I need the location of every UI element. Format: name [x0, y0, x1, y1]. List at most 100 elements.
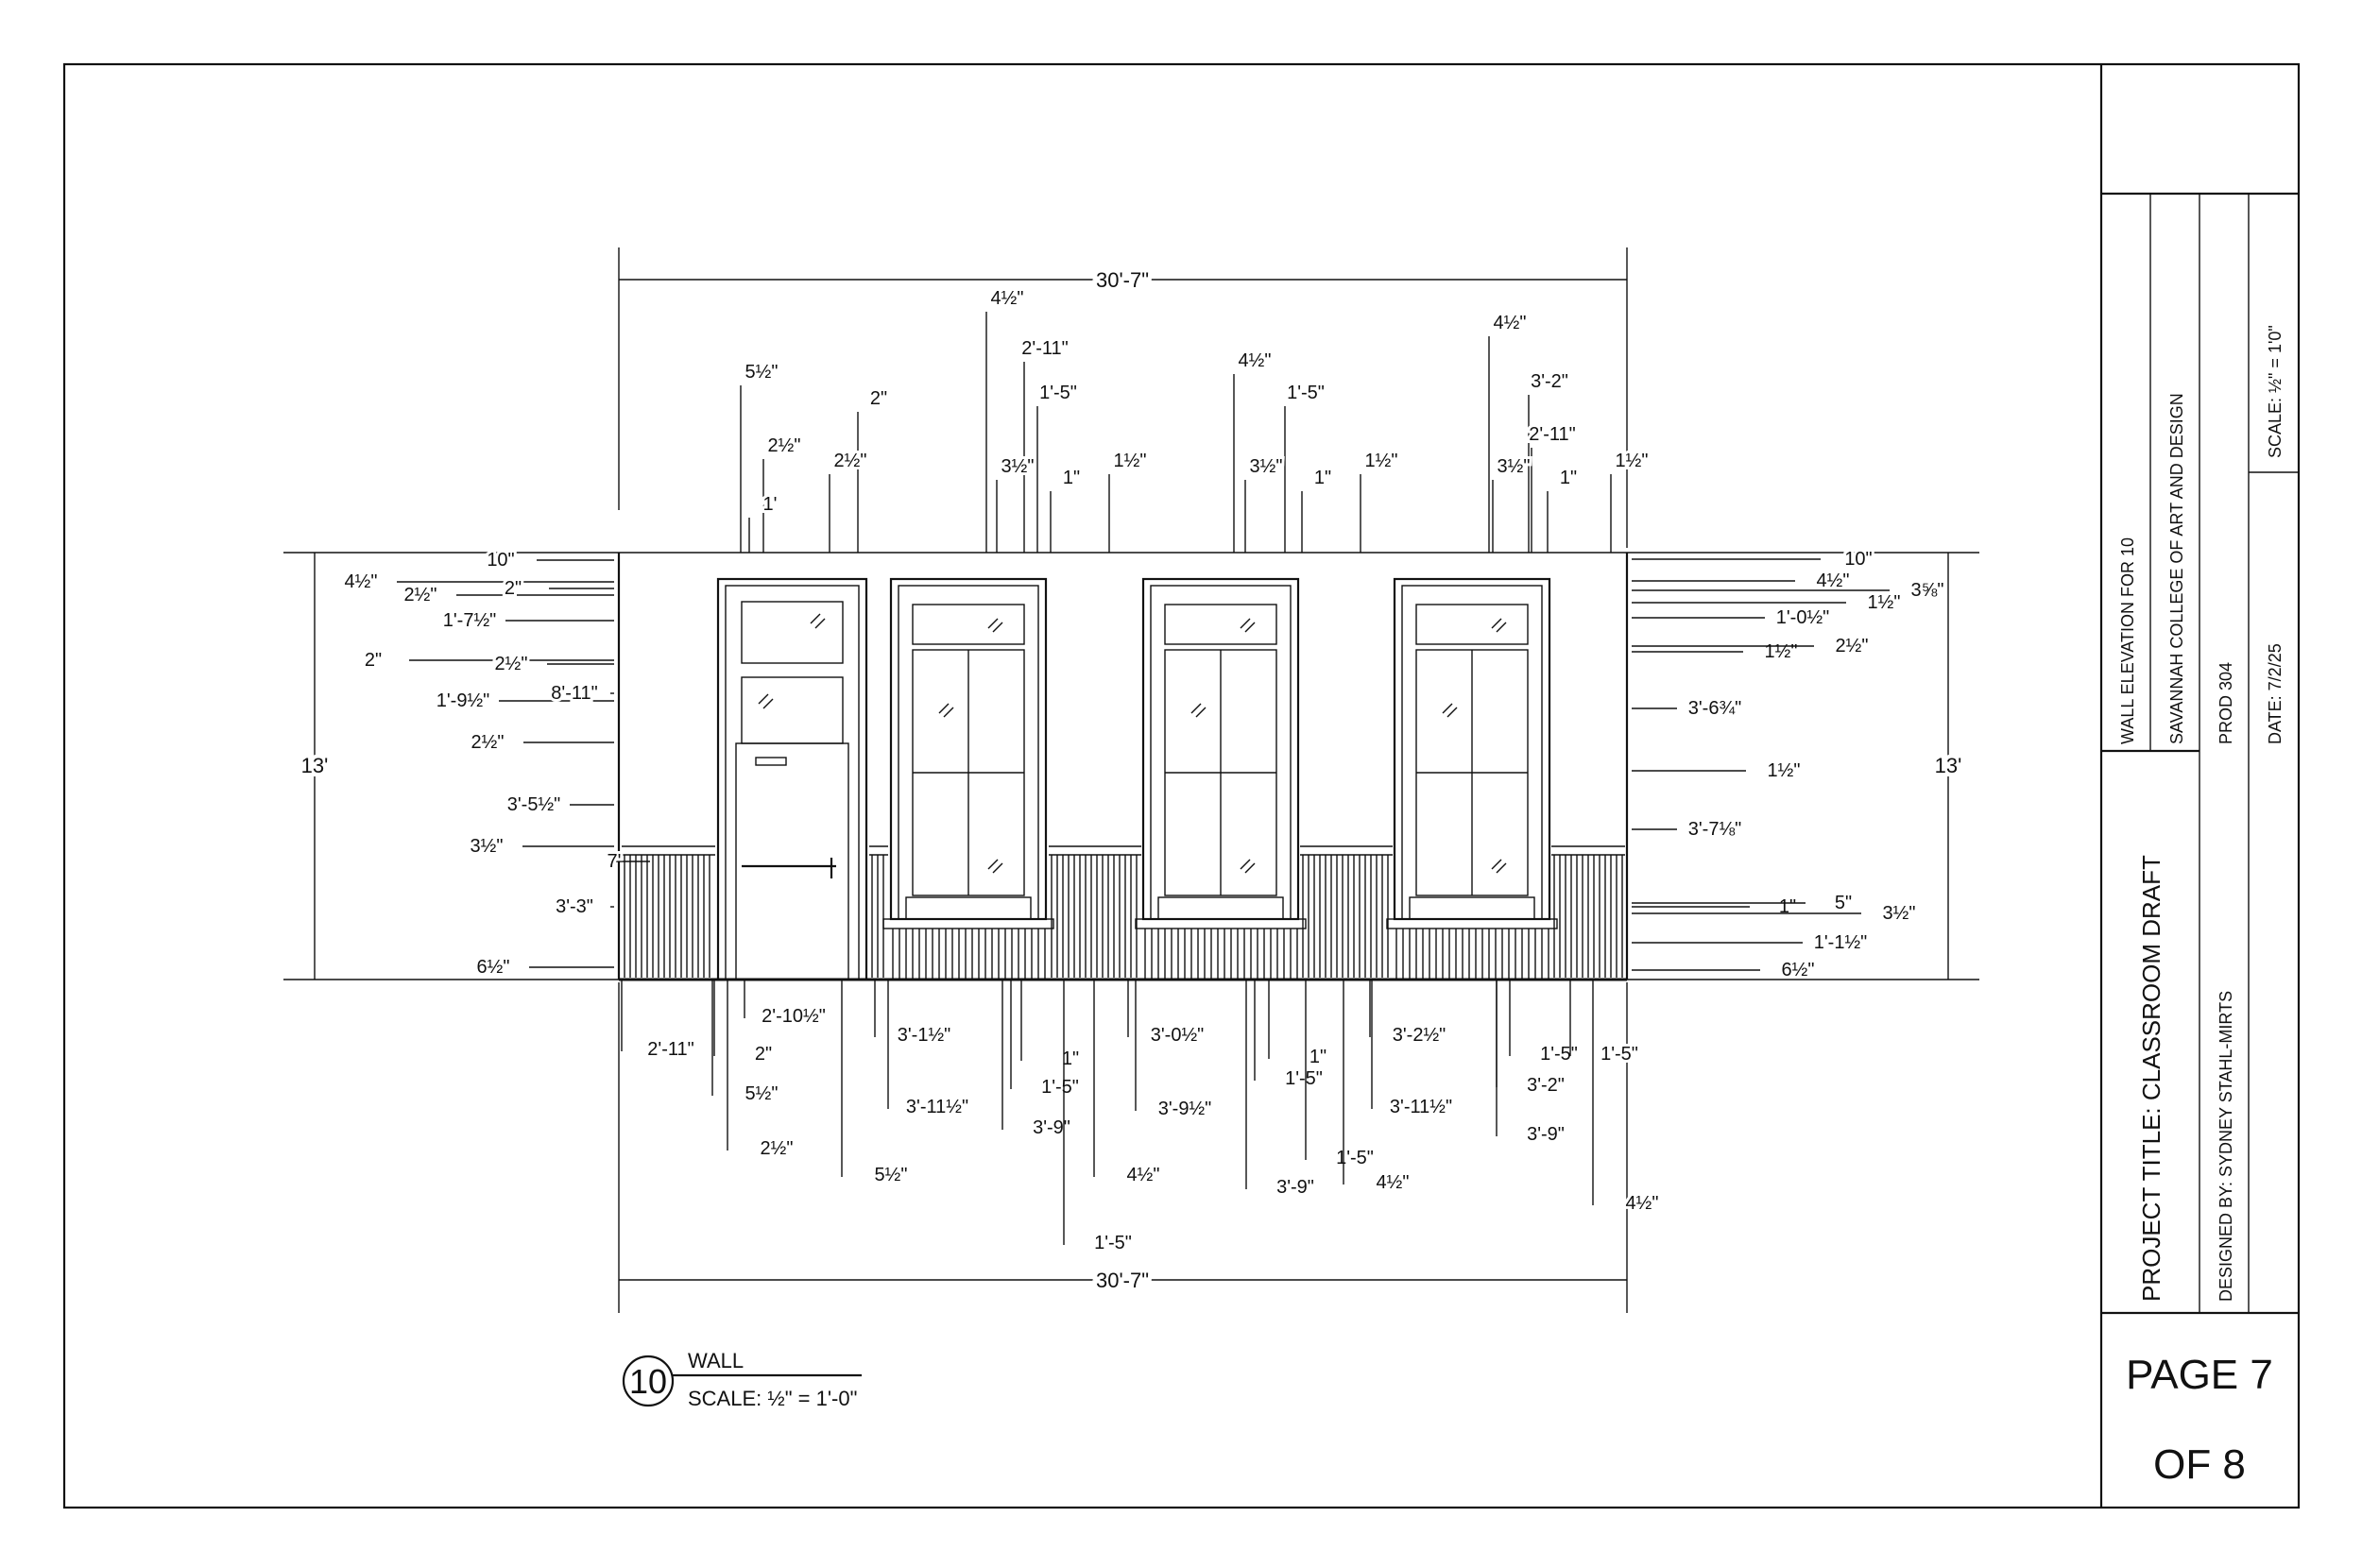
dim-label: 1½"	[1768, 760, 1801, 781]
door	[716, 577, 868, 981]
dim-left-15: 6½"	[474, 954, 614, 980]
dim-label: 1'-5"	[1540, 1044, 1578, 1065]
dim-overall-top: 30'-7"	[1096, 268, 1149, 292]
title-project: PROJECT TITLE: CLASSROOM DRAFT	[2137, 855, 2165, 1302]
dim-bottom-21: 3'-2½"	[1369, 980, 1448, 1048]
dim-label: 1'-5"	[1336, 1148, 1374, 1168]
dim-label: 3⅝"	[1911, 580, 1944, 601]
dim-left-1: 10"	[484, 547, 614, 573]
dim-top-19: 2'-11"	[1526, 421, 1579, 553]
title-course: PROD 304	[2217, 662, 2235, 744]
dim-height-left: 13'	[301, 754, 329, 777]
dim-right-13: 3½"	[1632, 900, 1918, 927]
windows	[882, 577, 1558, 980]
dim-left-9: 8'-11"	[548, 680, 614, 707]
dim-right-11: 1"	[1632, 894, 1799, 920]
dim-label: 6½"	[477, 957, 510, 978]
wainscot-panel-1	[622, 845, 715, 978]
dim-label: 1'-5"	[1600, 1044, 1638, 1065]
dim-label: 1'	[763, 494, 778, 515]
dim-label: 1"	[1779, 896, 1796, 917]
wainscot-panel-5	[1551, 845, 1625, 978]
dim-left-7: 2½"	[492, 651, 614, 677]
dim-right-9: 1½"	[1632, 758, 1803, 784]
dim-left-3: 2½"	[402, 582, 614, 608]
dim-right-5: 1'-0½"	[1632, 605, 1832, 631]
dim-bottom-18: 3'-9"	[1245, 980, 1317, 1201]
dim-label: 1½"	[1868, 592, 1901, 613]
dim-label: 1½"	[1616, 451, 1649, 471]
window-1	[882, 577, 1054, 980]
dim-label: 3½"	[1250, 456, 1283, 477]
dim-label: 1"	[1314, 468, 1331, 488]
dim-label: 3'-11½"	[1390, 1097, 1452, 1117]
dim-label: 2½"	[761, 1138, 794, 1159]
dim-label: 4½"	[1127, 1165, 1160, 1185]
dim-label: 3½"	[471, 836, 504, 857]
dim-top-20: 3½"	[1492, 453, 1532, 553]
dim-label: 4½"	[1494, 313, 1527, 333]
dim-label: 1"	[1560, 468, 1577, 488]
overall-dimensions: 30'-7" 30'-7" 13' 13'	[298, 247, 1965, 1313]
dim-top-10: 1"	[1050, 465, 1083, 553]
dim-bottom-16: 1"	[1268, 980, 1329, 1070]
dim-label: 3'-9"	[1527, 1124, 1565, 1145]
dim-label: 2'-11"	[1021, 338, 1068, 359]
drawing-number: 10	[629, 1362, 667, 1401]
dim-label: 4½"	[1239, 350, 1272, 371]
dim-bottom-11: 5½"	[841, 980, 910, 1188]
dim-top-1: 5½"	[740, 359, 780, 553]
dim-top-12: 4½"	[1233, 348, 1274, 553]
dim-label: 8'-11"	[551, 683, 597, 704]
dim-label: 1'-5"	[1039, 383, 1077, 403]
dim-label: 2½"	[834, 451, 867, 471]
dim-label: 3'-0½"	[1151, 1025, 1205, 1046]
dim-label: 3'-9½"	[1158, 1099, 1212, 1119]
dim-label: 2½"	[1836, 636, 1869, 656]
dim-bottom-19: 1'-5"	[1305, 980, 1377, 1171]
dim-label: 3'-5½"	[507, 794, 561, 815]
dim-label: 1'-5"	[1094, 1233, 1132, 1253]
dim-label: 1½"	[1114, 451, 1147, 471]
dim-label: 7'	[608, 851, 622, 872]
dim-left-10: 2½"	[469, 729, 614, 756]
dim-bottom-14: 3'-0½"	[1127, 980, 1207, 1048]
dim-label: 1'-1½"	[1814, 932, 1868, 953]
dim-left-2: 4½"	[342, 569, 614, 595]
dim-bottom-4: 5½"	[711, 980, 780, 1107]
dim-label: 2½"	[495, 654, 528, 674]
dim-left-6: 2"	[362, 647, 614, 673]
dim-right-10: 3'-7⅛"	[1632, 816, 1744, 843]
dim-label: 3'-9"	[1276, 1177, 1314, 1198]
dim-label: 2½"	[768, 435, 801, 456]
dim-bottom-6: 3'-1½"	[874, 980, 953, 1048]
title-date: DATE: 7/2/25	[2266, 643, 2285, 744]
dim-label: 2'-11"	[647, 1039, 693, 1060]
dim-label: 4½"	[1626, 1193, 1659, 1214]
dim-top-3: 2½"	[762, 433, 803, 553]
dim-label: 2'-10½"	[762, 1006, 826, 1027]
title-scale: SCALE: ½" = 1'0"	[2266, 325, 2285, 458]
dim-label: 1"	[1309, 1047, 1326, 1067]
wainscot-panel-3	[1049, 845, 1141, 978]
dim-bottom-13: 1'-5"	[1063, 980, 1135, 1256]
dim-bottom-7: 1"	[1020, 980, 1082, 1072]
dim-label: 4½"	[345, 571, 378, 592]
dim-bottom-15: 3'-9½"	[1135, 980, 1214, 1122]
dim-top-5: 1'	[748, 491, 779, 553]
dim-top-17: 4½"	[1488, 310, 1529, 553]
dim-top-4: 2½"	[829, 448, 869, 553]
dim-top-11: 1½"	[1108, 448, 1149, 553]
dim-right-2: 4½"	[1632, 568, 1852, 594]
dim-left-8: 1'-9½"	[434, 688, 614, 714]
dim-label: 2"	[365, 650, 382, 671]
dim-right-7: 2½"	[1632, 633, 1871, 659]
dim-left-14: 3'-3"	[553, 894, 614, 920]
dim-bottom-25: 3'-2"	[1496, 980, 1567, 1099]
title-block: WALL ELEVATION FOR 10 SAVANNAH COLLEGE O…	[2099, 64, 2299, 1508]
page-of: OF 8	[2153, 1441, 2246, 1488]
dim-top-21: 1"	[1547, 465, 1580, 553]
dim-label: 3½"	[1883, 903, 1916, 924]
sheet-border	[62, 62, 2301, 1509]
